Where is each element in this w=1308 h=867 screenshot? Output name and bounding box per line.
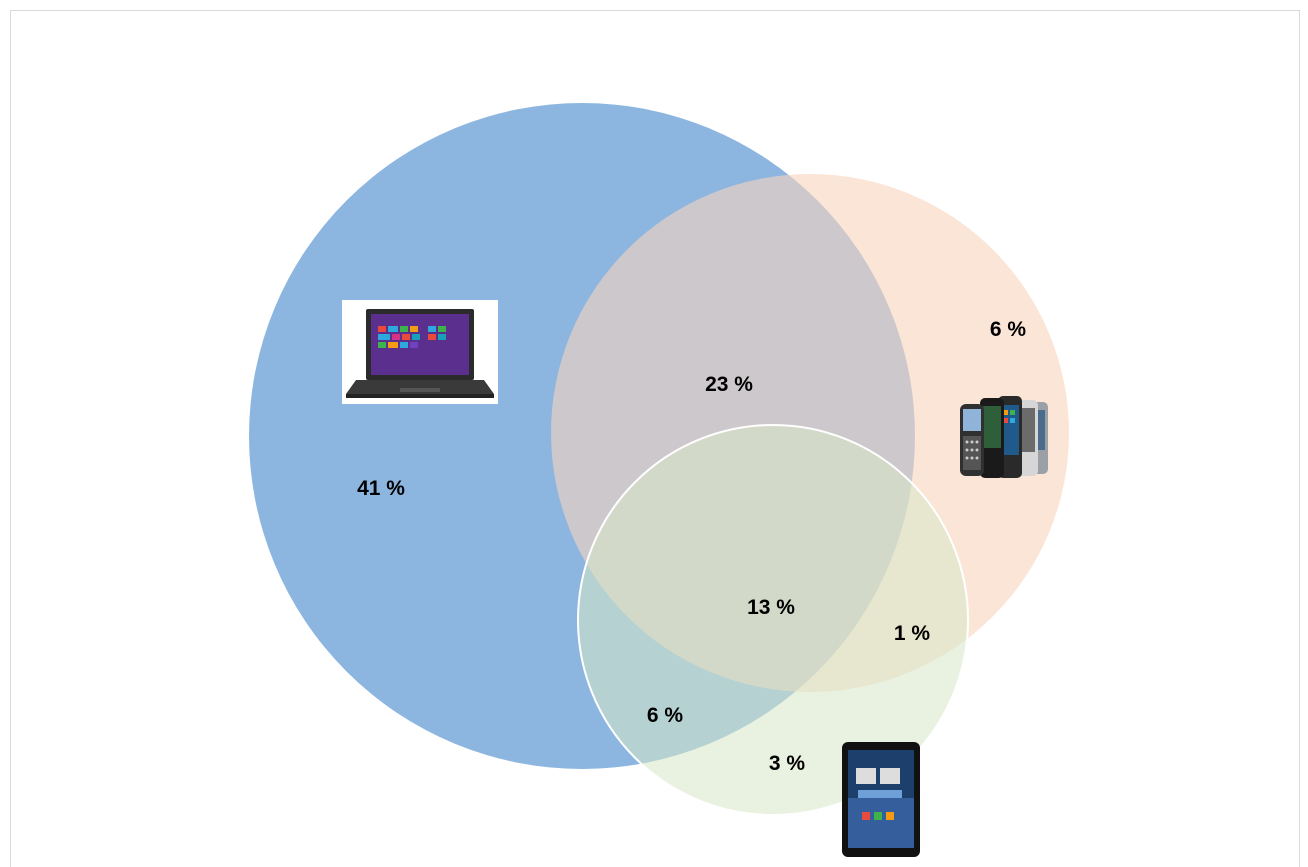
smartphone-icon xyxy=(960,396,1048,478)
tablet-icon xyxy=(842,742,920,857)
laptop-icon xyxy=(342,300,498,404)
diagram-frame xyxy=(10,10,1300,867)
region-label-tablet-only: 3 % xyxy=(769,752,806,775)
region-label-smartphone-only: 6 % xyxy=(990,318,1027,341)
region-label-laptop-only: 41 % xyxy=(357,477,405,500)
tablet-circle xyxy=(577,424,969,816)
region-label-smartphone-tablet: 1 % xyxy=(894,622,931,645)
region-label-laptop-tablet: 6 % xyxy=(647,704,684,727)
region-label-all-three: 13 % xyxy=(747,596,795,619)
region-label-laptop-smartphone: 23 % xyxy=(705,373,753,396)
